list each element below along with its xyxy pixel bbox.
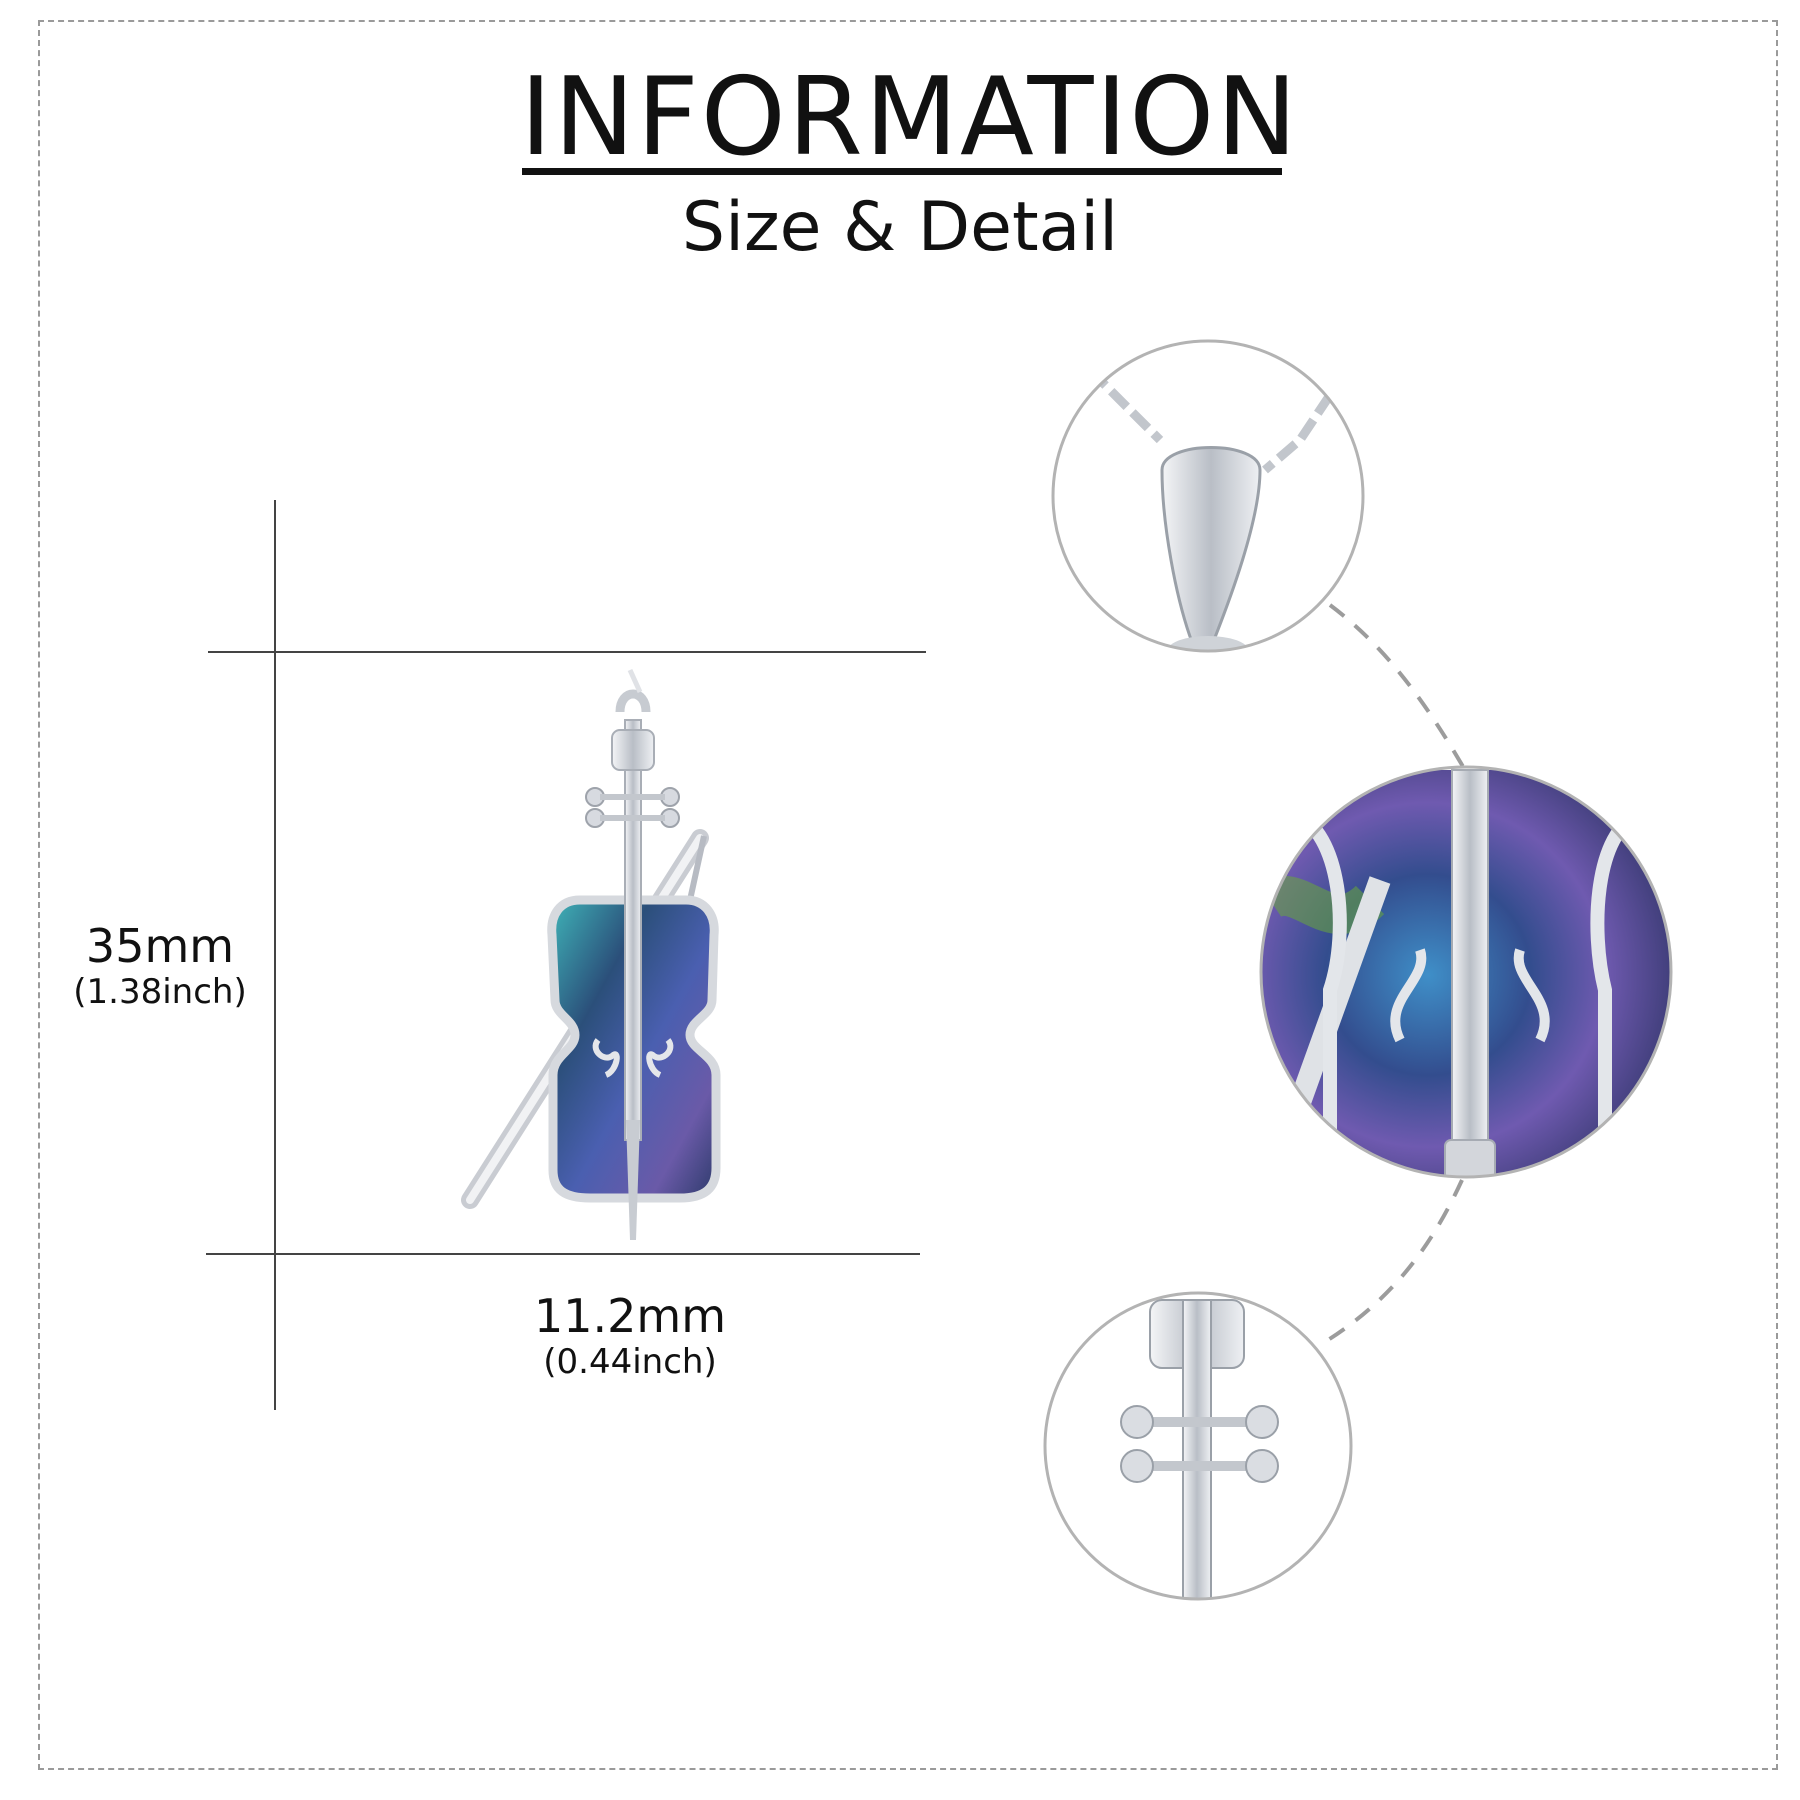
bottom-dimension-line [206,1253,920,1255]
page-subtitle: Size & Detail [681,188,1119,267]
violin-pendant-image [461,668,721,1240]
violin-body-detail-icon [1259,765,1673,1179]
width-mm: 11.2mm [533,1289,727,1343]
violin-neck-shape [624,719,642,1141]
dashed-frame [38,20,1778,1770]
vertical-dimension-line [274,500,276,1410]
bail-chain-detail-icon [1051,339,1365,653]
connector-bottom [1326,1179,1464,1342]
width-inch: (0.44inch) [543,1342,717,1382]
height-inch: (1.38inch) [73,972,247,1012]
page-title: INFORMATION [520,55,1300,180]
title-underline [522,168,1282,175]
height-dimension-label: 35mm (1.38inch) [50,920,270,1012]
violin-scroll-detail-icon [1043,1291,1353,1601]
top-dimension-line [208,651,926,653]
height-mm: 35mm [85,919,235,973]
width-dimension-label: 11.2mm (0.44inch) [510,1290,750,1382]
connector-top [1328,603,1467,772]
